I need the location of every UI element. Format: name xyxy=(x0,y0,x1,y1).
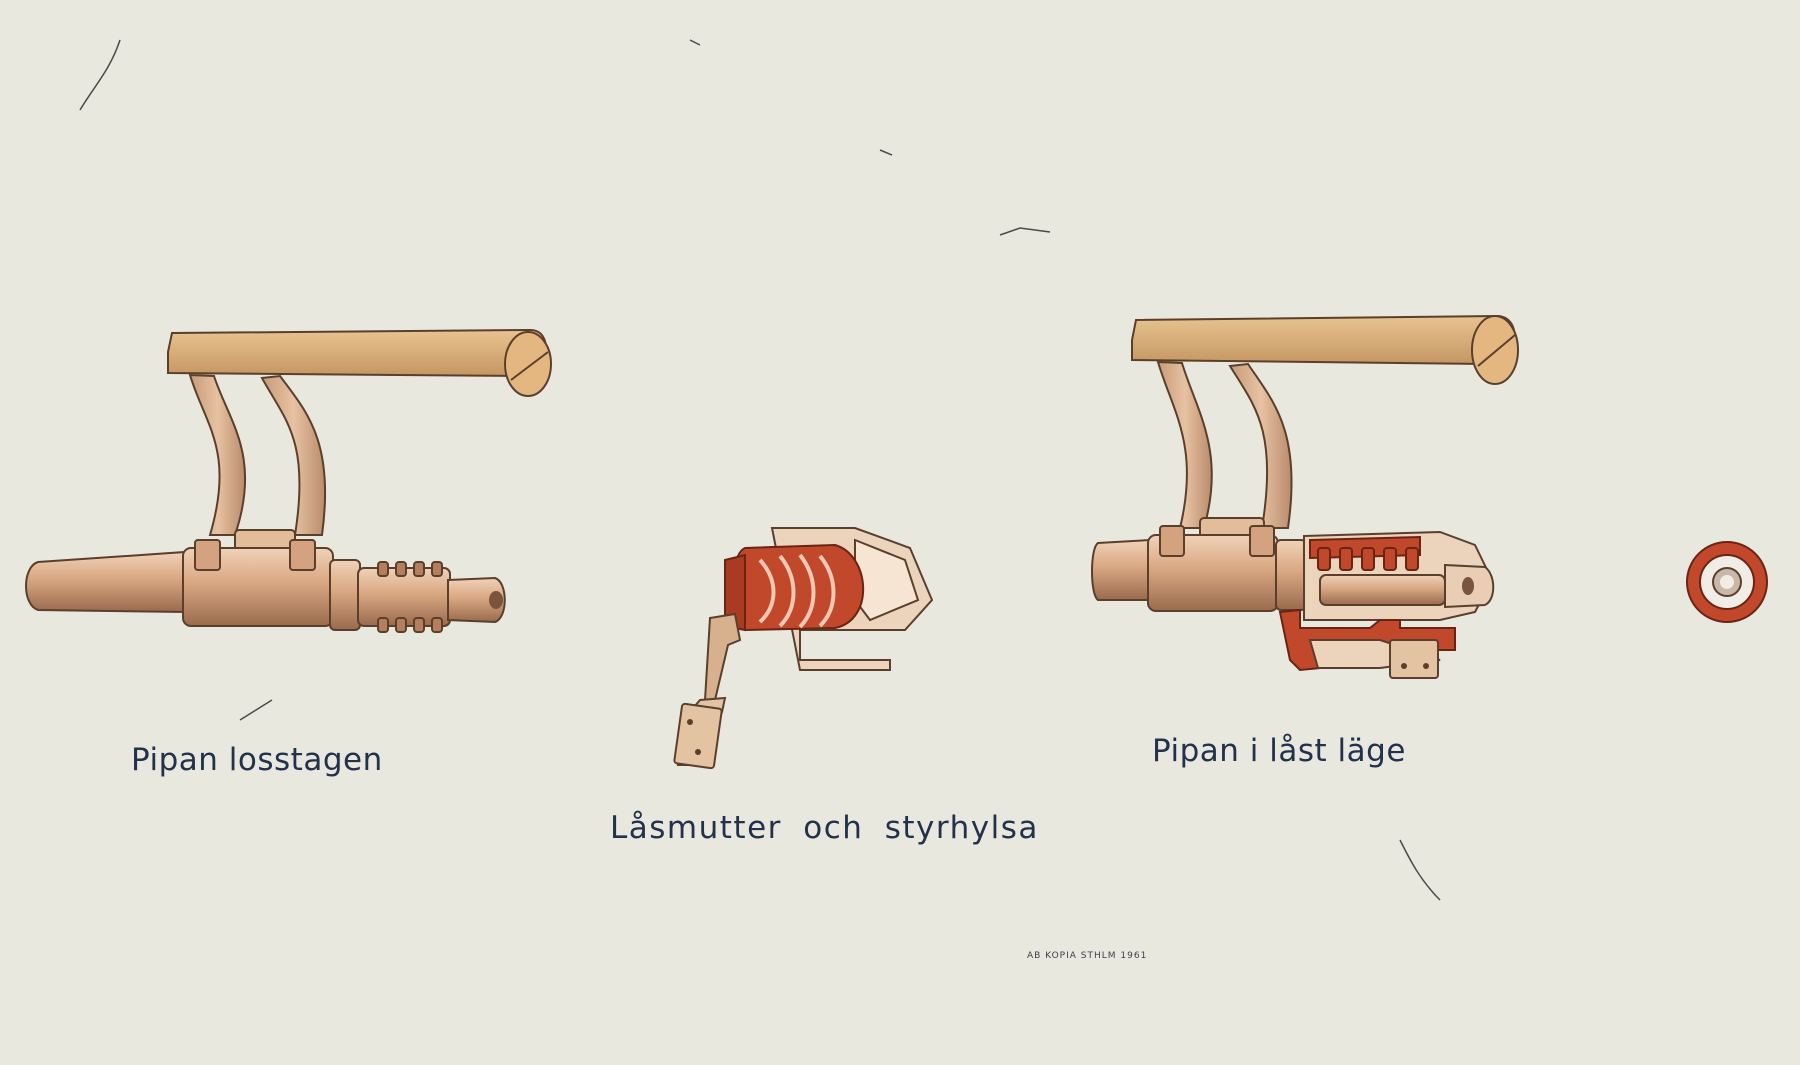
barrel xyxy=(25,539,506,633)
locking-lever xyxy=(673,612,742,770)
locking-nut-sectioned xyxy=(1303,530,1495,621)
caption-barrel-locked: Pipan i låst läge xyxy=(1152,733,1406,769)
locking-nut xyxy=(724,543,865,632)
carrying-handle xyxy=(1131,314,1519,385)
locking-lever xyxy=(1278,608,1456,679)
film-specks xyxy=(79,39,1441,901)
handle-braces xyxy=(188,373,327,553)
barrel-locked-figure xyxy=(1091,314,1519,679)
printer-credit: AB KOPIA STHLM 1961 xyxy=(1027,951,1148,961)
cross-section-ring xyxy=(1686,541,1768,623)
handle-braces xyxy=(1156,360,1293,539)
barrel-detached-figure xyxy=(25,328,552,633)
caption-locking-nut: Låsmutter och styrhylsa xyxy=(610,810,1039,846)
carrying-handle xyxy=(167,328,552,397)
caption-barrel-detached: Pipan losstagen xyxy=(131,742,383,778)
barrel xyxy=(1091,525,1307,612)
locking-nut-figure xyxy=(673,527,934,770)
